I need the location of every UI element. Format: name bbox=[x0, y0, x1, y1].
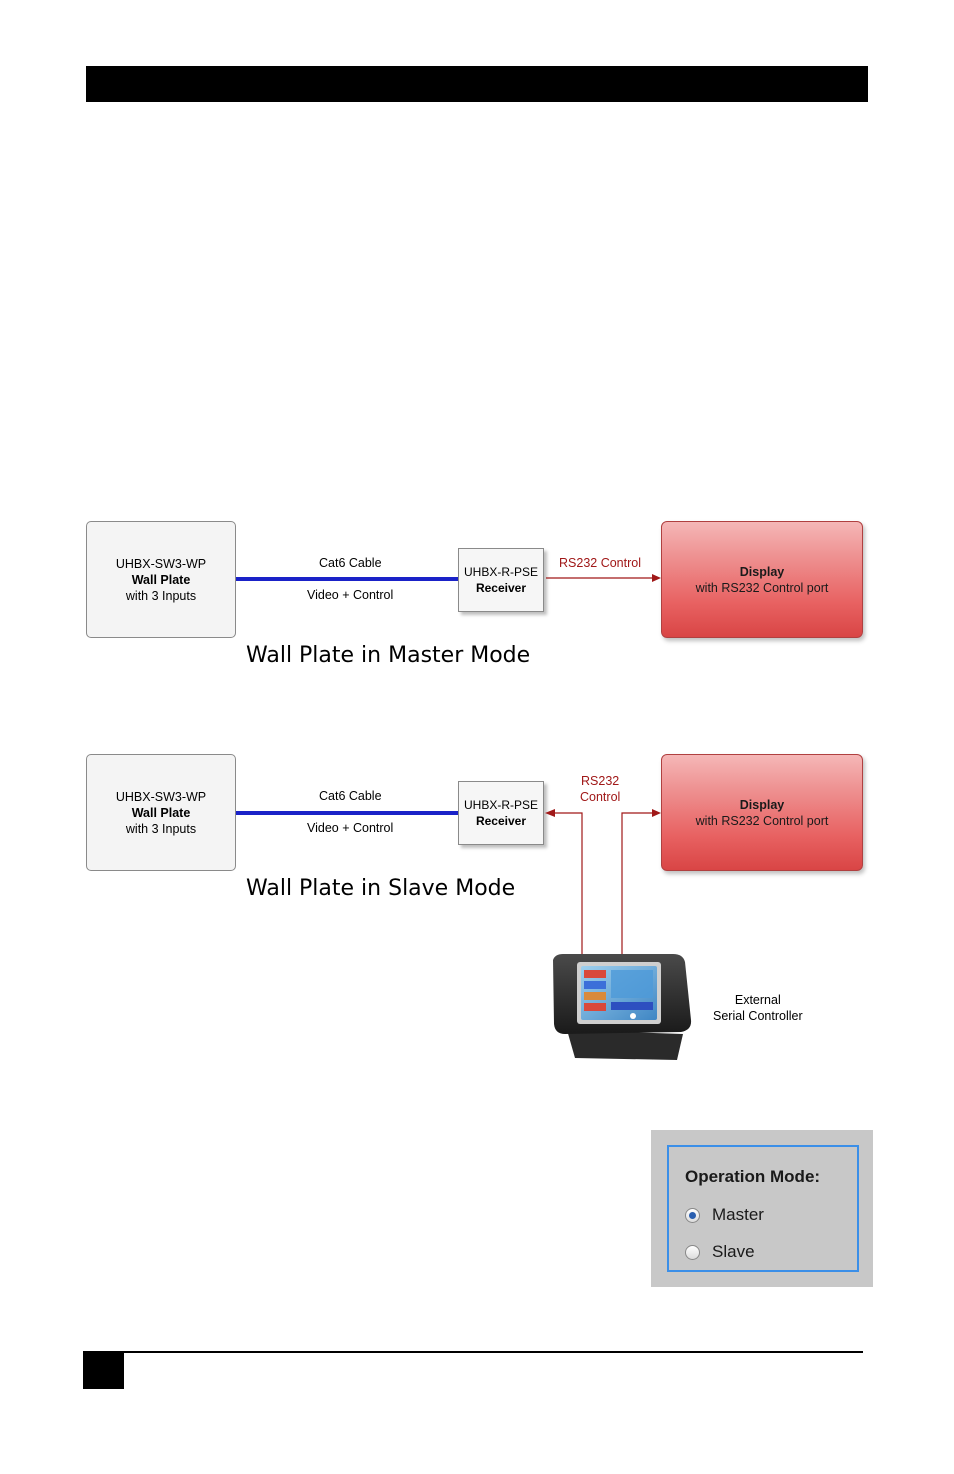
external-controller-label: External Serial Controller bbox=[713, 993, 803, 1023]
master-mode-caption: Wall Plate in Master Mode bbox=[246, 643, 531, 668]
wall-plate-desc: with 3 Inputs bbox=[125, 821, 197, 836]
footer-rule bbox=[124, 1351, 863, 1353]
master-radio-option[interactable]: Master bbox=[685, 1205, 764, 1225]
display-name: Display bbox=[739, 797, 785, 812]
receiver-box: UHBX-R-PSE Receiver bbox=[458, 548, 544, 612]
cat6-cable-line bbox=[236, 577, 459, 581]
cable-label-top: Cat6 Cable bbox=[319, 556, 382, 570]
radio-unchecked-icon[interactable] bbox=[685, 1244, 700, 1260]
wall-plate-box: UHBX-SW3-WP Wall Plate with 3 Inputs bbox=[86, 754, 236, 871]
wall-plate-desc: with 3 Inputs bbox=[125, 588, 197, 603]
slave-radio-option[interactable]: Slave bbox=[685, 1242, 755, 1262]
rs232-connections bbox=[545, 809, 661, 957]
display-desc: with RS232 Control port bbox=[695, 580, 829, 595]
slave-mode-caption: Wall Plate in Slave Mode bbox=[246, 876, 516, 901]
touch-panel-controller-icon bbox=[553, 954, 692, 1060]
rs232-control-label: RS232 Control bbox=[580, 774, 621, 804]
operation-mode-title: Operation Mode: bbox=[685, 1167, 821, 1186]
radio-checked-icon[interactable] bbox=[685, 1207, 700, 1223]
wall-plate-name: Wall Plate bbox=[131, 572, 191, 587]
wall-plate-model: UHBX-SW3-WP bbox=[115, 556, 207, 571]
wall-plate-box: UHBX-SW3-WP Wall Plate with 3 Inputs bbox=[86, 521, 236, 638]
rs232-arrow bbox=[546, 574, 661, 582]
display-name: Display bbox=[739, 564, 785, 579]
operation-mode-group: Operation Mode: Master Slave bbox=[667, 1145, 859, 1272]
display-box: Display with RS232 Control port bbox=[661, 521, 863, 638]
cable-label-top: Cat6 Cable bbox=[319, 789, 382, 803]
footer-page-block bbox=[83, 1351, 124, 1389]
rs232-control-label: RS232 Control bbox=[559, 556, 641, 570]
wall-plate-name: Wall Plate bbox=[131, 805, 191, 820]
cable-label-bottom: Video + Control bbox=[307, 821, 394, 835]
receiver-name: Receiver bbox=[475, 814, 527, 828]
receiver-model: UHBX-R-PSE bbox=[463, 798, 538, 812]
wall-plate-model: UHBX-SW3-WP bbox=[115, 789, 207, 804]
operation-mode-panel: Operation Mode: Master Slave bbox=[651, 1130, 873, 1287]
display-box: Display with RS232 Control port bbox=[661, 754, 863, 871]
display-desc: with RS232 Control port bbox=[695, 813, 829, 828]
header-bar bbox=[86, 66, 868, 102]
slave-radio-label: Slave bbox=[712, 1242, 755, 1261]
master-radio-label: Master bbox=[712, 1205, 764, 1224]
cable-label-bottom: Video + Control bbox=[307, 588, 394, 602]
cat6-cable-line bbox=[236, 811, 459, 815]
receiver-name: Receiver bbox=[475, 581, 527, 595]
receiver-model: UHBX-R-PSE bbox=[463, 565, 538, 579]
receiver-box: UHBX-R-PSE Receiver bbox=[458, 781, 544, 845]
